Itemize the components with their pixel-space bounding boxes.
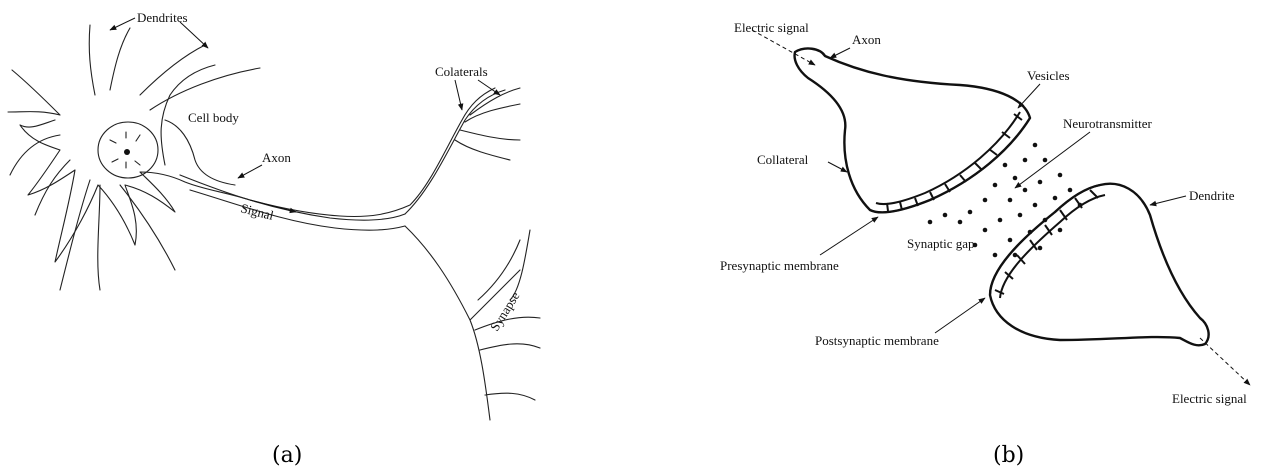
cell-body-outline [8,25,260,290]
arrow-vesicles [1018,84,1040,108]
axon-path [180,175,405,230]
label-dendrites: Dendrites [137,10,188,25]
label-synapse: Synapse [487,289,523,334]
label-electric-signal-in: Electric signal [734,20,809,35]
arrow-collateral [828,162,847,172]
label-cell-body: Cell body [188,110,239,125]
label-neurotransmitter: Neurotransmitter [1063,116,1152,131]
caption-b: (b) [993,443,1024,468]
axon-branches [405,88,540,420]
label-signal: Signal [239,200,275,223]
caption-a: (a) [272,443,302,468]
label-presynaptic-membrane: Presynaptic membrane [720,258,839,273]
arrow-axon-a [238,165,262,178]
arrow-axon-b [830,48,850,58]
label-electric-signal-out: Electric signal [1172,391,1247,406]
label-collateral: Collateral [757,152,809,167]
arrow-colaterals-1 [455,80,462,110]
postsynaptic-terminal [990,184,1209,346]
label-dendrite: Dendrite [1189,188,1235,203]
panel-b-synapse-diagram: Electric signal Axon Vesicles Neurotrans… [720,20,1250,468]
arrow-dendrites-2 [180,22,208,48]
label-colaterals: Colaterals [435,64,488,79]
arrow-colaterals-2 [478,80,500,95]
presynaptic-terminal [795,49,1030,213]
label-axon: Axon [262,150,291,165]
cell-body-shape [20,65,495,262]
label-axon-b: Axon [852,32,881,47]
label-postsynaptic-membrane: Postsynaptic membrane [815,333,939,348]
arrow-dendrite [1150,196,1186,205]
arrow-dendrites-1 [110,18,135,30]
nucleolus-dot [124,149,130,155]
arrow-presynaptic-membrane [820,217,878,255]
label-synaptic-gap: Synaptic gap [907,236,975,251]
signal-out-line [1200,338,1250,385]
panel-a-neuron-diagram: Dendrites Cell body Axon Signal Colatera… [8,10,540,468]
label-vesicles: Vesicles [1027,68,1070,83]
arrow-postsynaptic-membrane [935,298,985,333]
